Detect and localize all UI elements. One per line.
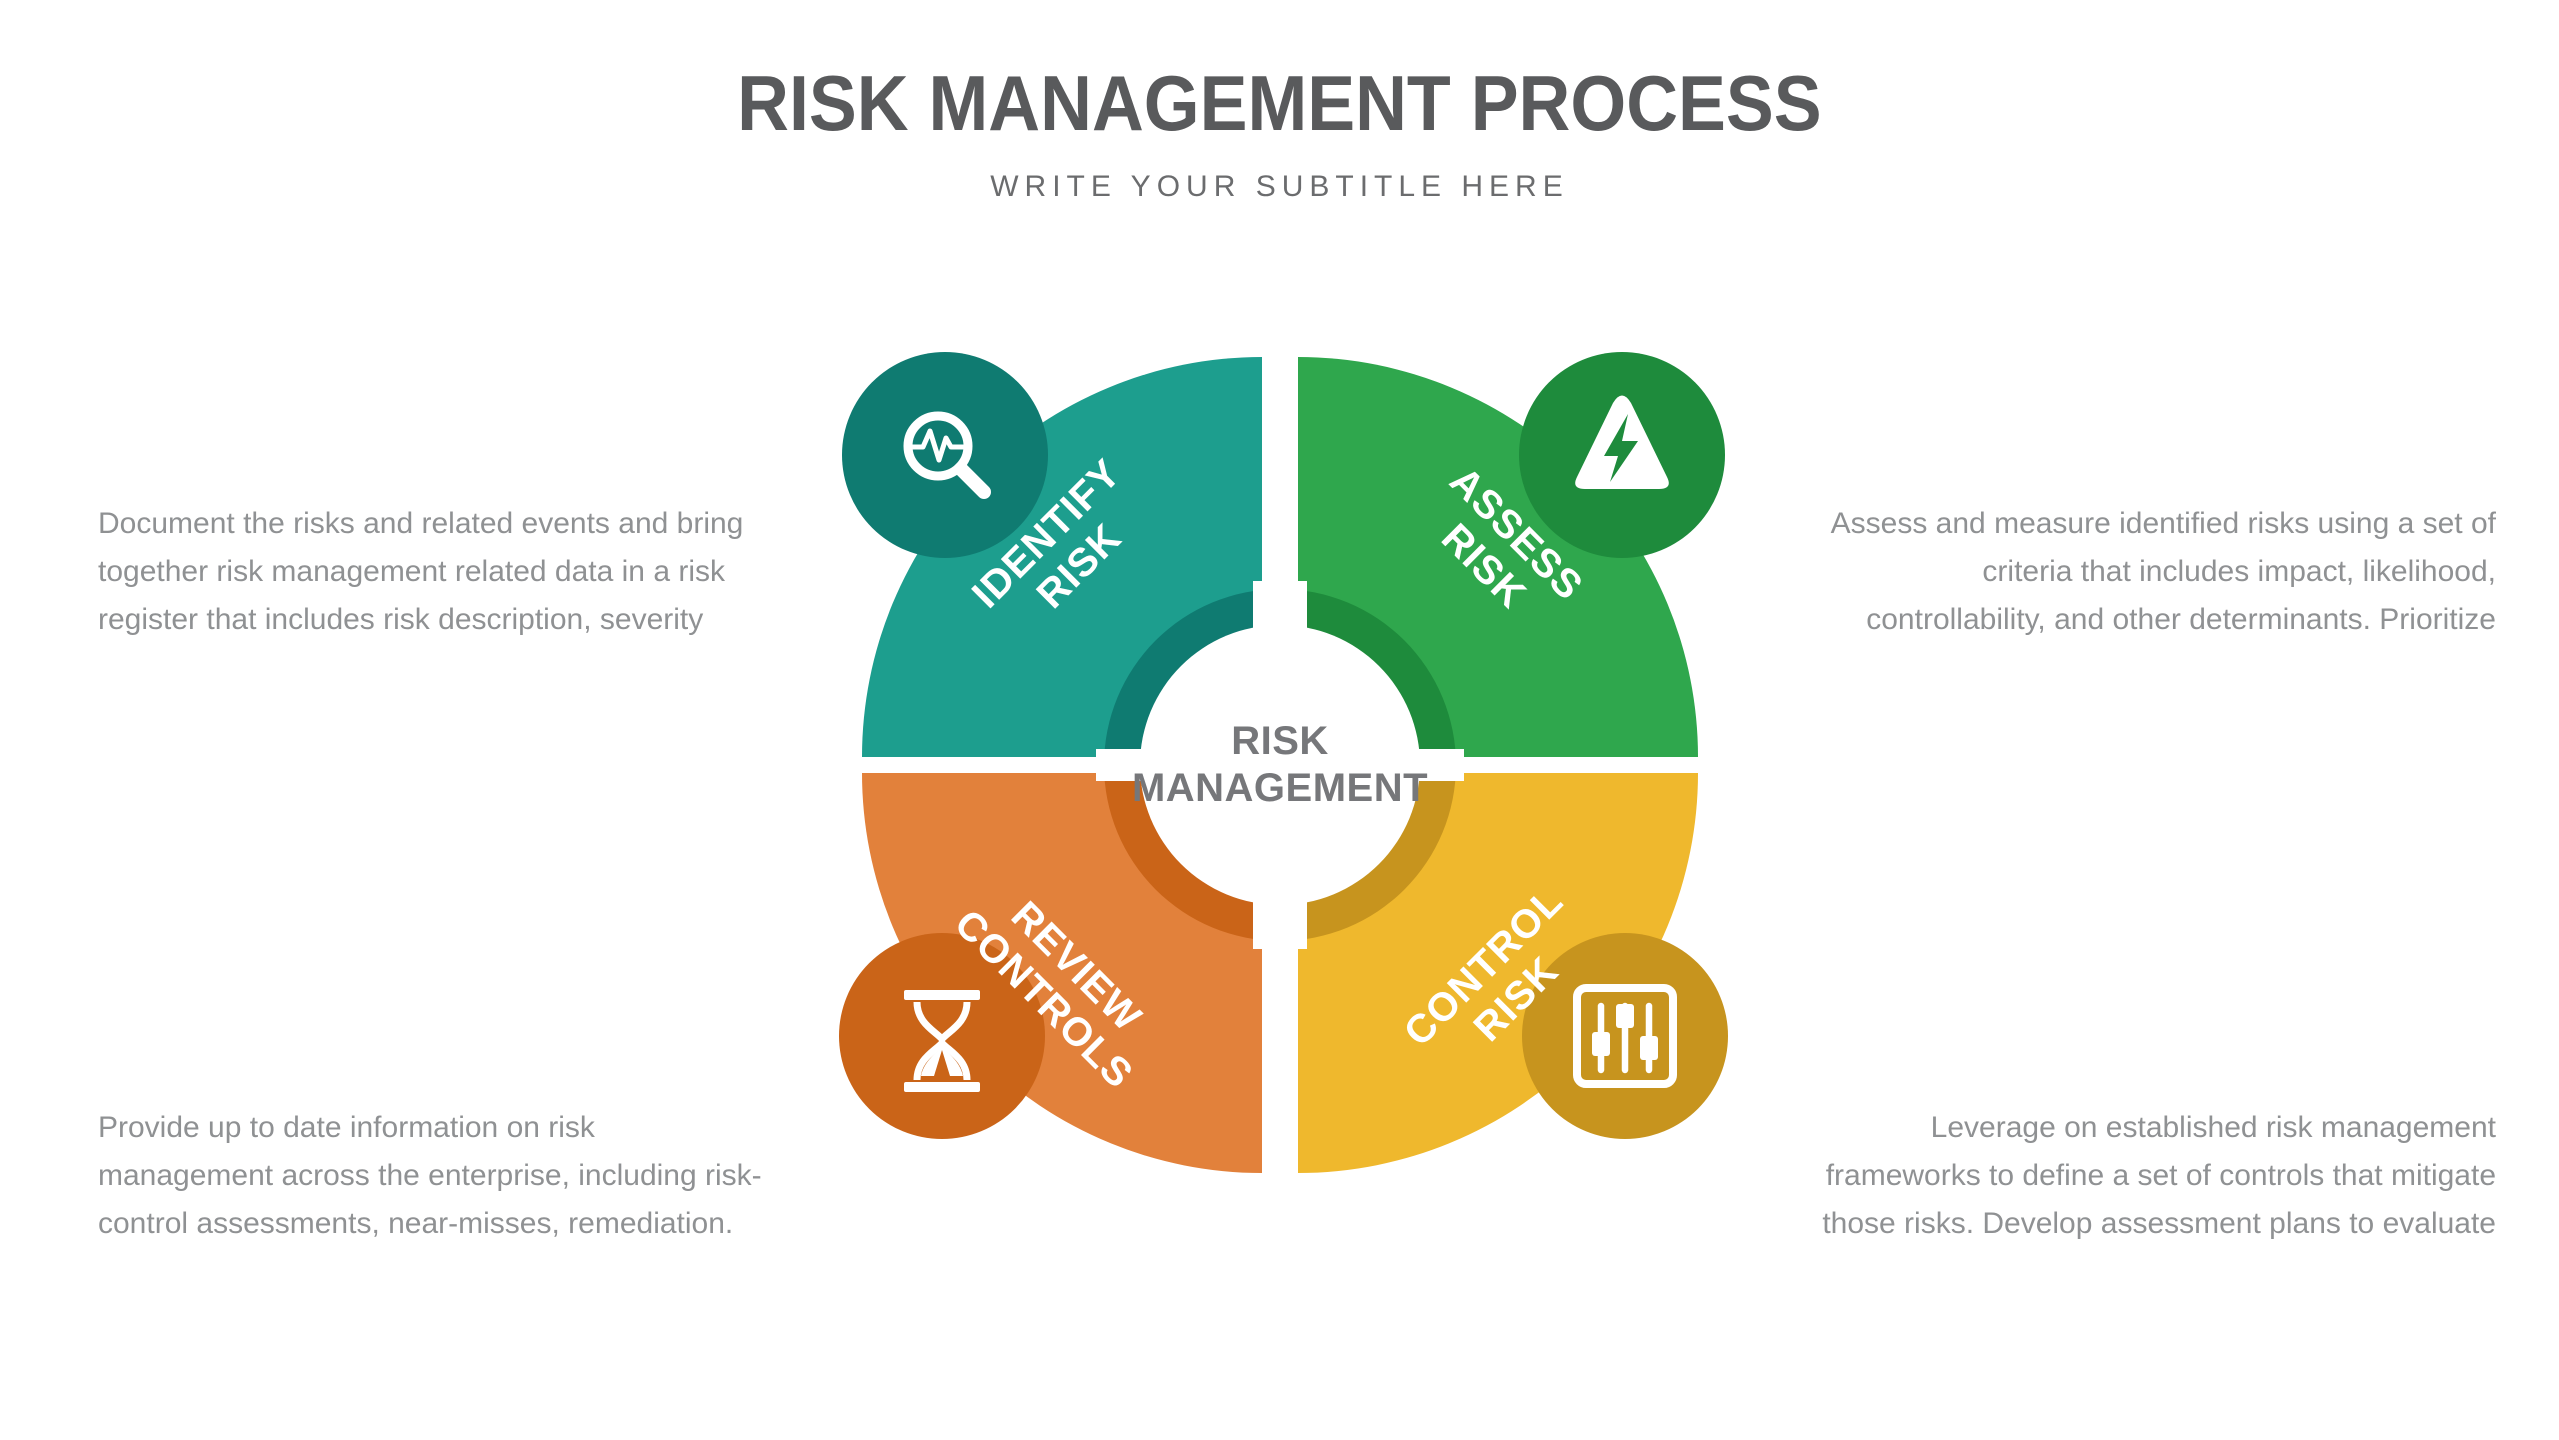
identify-risk-description: Document the risks and related events an… (98, 507, 744, 636)
page-subtitle: WRITE YOUR SUBTITLE HERE (990, 170, 1569, 203)
page-header: RISK MANAGEMENT PROCESS (0, 58, 2559, 149)
warning-bolt-triangle-icon (1575, 395, 1669, 489)
control-risk-description: Leverage on established risk management … (1822, 1111, 2496, 1240)
hourglass-icon (904, 990, 980, 1092)
review-controls-description: Provide up to date information on risk m… (98, 1111, 762, 1240)
identify-risk-icon-circle (842, 352, 1048, 558)
magnifier-pulse-icon (903, 411, 991, 499)
page-title: RISK MANAGEMENT PROCESS (737, 59, 1822, 147)
assess-risk-description: Assess and measure identified risks usin… (1830, 507, 2496, 636)
sliders-icon (1573, 984, 1677, 1088)
center-hub-label: RISK MANAGEMENT (1131, 719, 1429, 810)
center-hub (1140, 625, 1420, 905)
